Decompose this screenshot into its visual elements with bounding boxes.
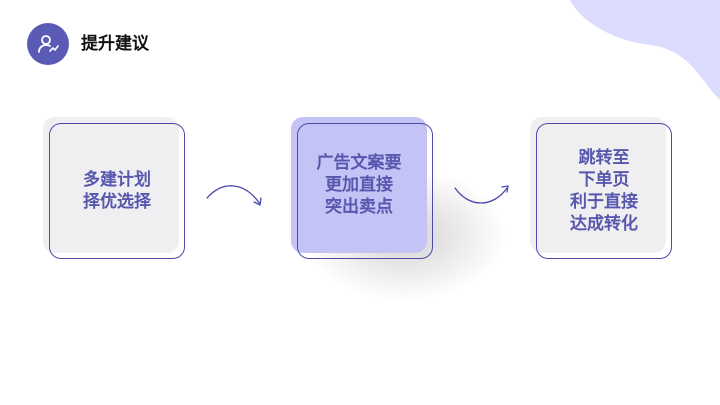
step-card-3-background: [530, 117, 666, 253]
decorative-blob: [570, 0, 720, 100]
step-card-2-frame: [297, 123, 433, 259]
step-card-1-frame: [49, 123, 185, 259]
step-card-2-text: 广告文案要 更加直接 突出卖点: [316, 153, 402, 217]
user-growth-icon: [27, 23, 69, 65]
step-card-3-frame: [536, 123, 672, 259]
arrow-right-icon: [206, 185, 262, 206]
step-card-3-text: 跳转至 下单页 利于直接 达成转化: [570, 148, 638, 234]
step-card-2-background: [291, 117, 427, 253]
step-card-1-background: [43, 117, 179, 253]
step-card-1-text: 多建计划 择优选择: [83, 170, 151, 212]
arrow-right-icon: [454, 185, 509, 204]
page-title: 提升建议: [81, 34, 149, 54]
